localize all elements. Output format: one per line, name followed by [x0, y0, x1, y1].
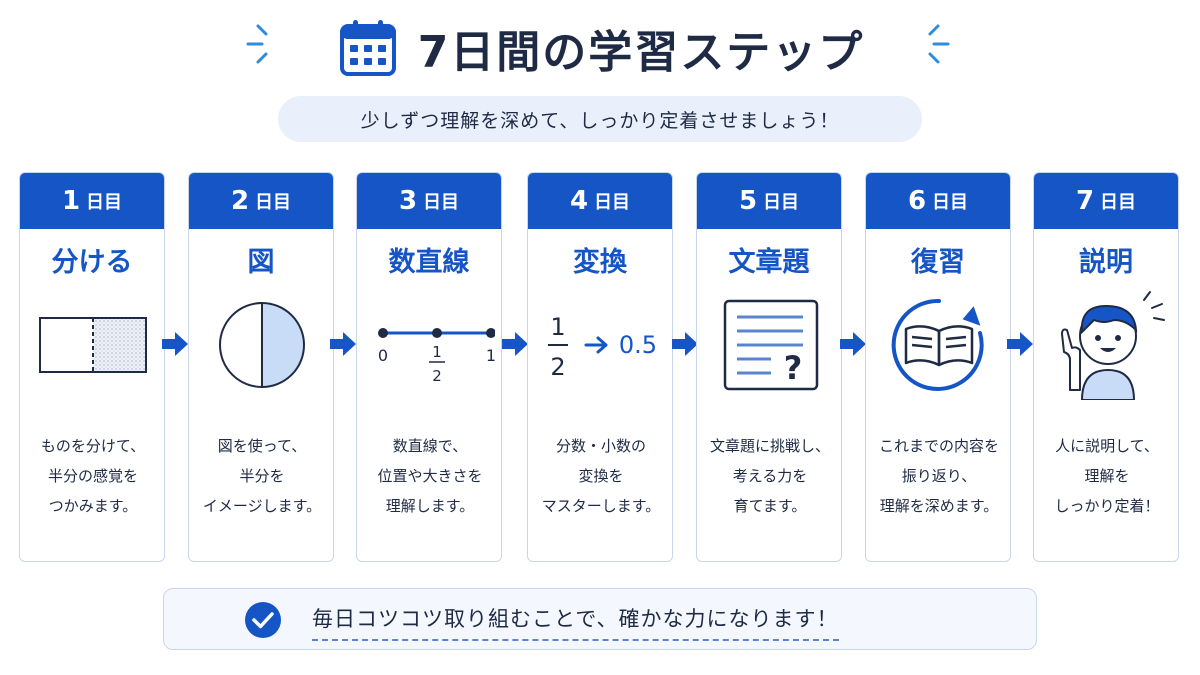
tick-label-mid-numerator: 1 — [432, 343, 442, 361]
day-unit: 日目 — [594, 192, 631, 213]
day-unit: 日目 — [763, 192, 800, 213]
decimal-result: 0.5 — [619, 331, 657, 359]
day-number: 6 — [907, 186, 927, 216]
day-description: 文章題に挑戦し、 考える力を 育てます。 — [697, 431, 841, 521]
number-line-icon: 0 1 2 1 — [378, 328, 495, 385]
day-number: 3 — [398, 186, 418, 216]
title-row: 7日間の学習ステップ — [0, 8, 1200, 88]
review-book-icon — [891, 298, 984, 391]
page-title: 7日間の学習ステップ — [417, 27, 865, 78]
description-line: 位置や大きさを — [377, 467, 483, 485]
day-number: 1 — [61, 186, 81, 216]
page-subtitle: 少しずつ理解を深めて、しっかり定着させましょう！ — [278, 96, 922, 142]
description-line: これまでの内容を — [878, 437, 999, 455]
day-description: これまでの内容を 振り返り、 理解を深めます。 — [866, 431, 1010, 521]
description-line: 文章題に挑戦し、 — [709, 437, 830, 455]
day-title: 変換 — [573, 247, 627, 278]
arrow-right-icon — [162, 332, 188, 356]
day-card-3: 3 日目 数直線 0 1 2 1 数直線で、 位置や大きさを 理解します。 — [356, 172, 502, 562]
day-title: 分ける — [51, 247, 133, 278]
day-description: 数直線で、 位置や大きさを 理解します。 — [357, 431, 501, 521]
day-unit: 日目 — [255, 192, 292, 213]
checkmark-icon — [245, 602, 281, 638]
description-line: 理解します。 — [385, 497, 475, 515]
day-title: 図 — [247, 247, 275, 278]
description-line: 図を使って、 — [217, 437, 307, 455]
sparkle-right-icon — [928, 24, 950, 64]
description-line: 半分を — [239, 467, 285, 485]
day-number: 7 — [1075, 186, 1095, 216]
explaining-child-icon — [1061, 291, 1165, 400]
day-unit: 日目 — [1100, 192, 1137, 213]
day-description: ものを分けて、 半分の感覚を つかみます。 — [20, 431, 164, 521]
word-problem-icon: ? — [723, 299, 819, 391]
day-card-5: 5 日目 文章題 ? 文章題に挑戦し、 考える力を 育てます。 — [696, 172, 842, 562]
arrow-right-icon — [840, 332, 866, 356]
description-line: 数直線で、 — [392, 437, 468, 455]
day-description: 図を使って、 半分を イメージします。 — [189, 431, 333, 521]
description-line: マスターします。 — [541, 497, 661, 515]
day-unit: 日目 — [86, 192, 123, 213]
day-header: 6 日目 — [866, 173, 1010, 229]
calendar-icon — [339, 20, 396, 76]
question-mark: ? — [784, 349, 803, 387]
arrow-right-icon — [502, 332, 528, 356]
day-description: 人に説明して、 理解を しっかり定着！ — [1034, 431, 1178, 521]
description-line: ものを分けて、 — [40, 437, 146, 455]
description-line: 人に説明して、 — [1055, 437, 1159, 455]
fraction-numerator: 1 — [550, 313, 565, 341]
day-card-1: 1 日目 分ける ものを分けて、 半分の感覚を つかみます。 — [19, 172, 165, 562]
day-unit: 日目 — [423, 192, 460, 213]
description-line: 育てます。 — [733, 497, 807, 515]
description-line: しっかり定着！ — [1054, 497, 1160, 515]
description-line: 分数・小数の — [555, 437, 646, 455]
sparkle-left-icon — [246, 24, 268, 64]
arrow-right-icon — [672, 332, 698, 356]
arrow-right-icon — [1007, 332, 1033, 356]
description-line: 理解を — [1084, 467, 1130, 485]
day-number: 2 — [230, 186, 250, 216]
day-header: 7 日目 — [1034, 173, 1178, 229]
day-header: 4 日目 — [528, 173, 672, 229]
description-line: 振り返り、 — [901, 467, 977, 485]
day-title: 文章題 — [728, 247, 810, 278]
day-title: 復習 — [911, 247, 965, 278]
footer-text: 毎日コツコツ取り組むことで、確かな力になります！ — [312, 603, 839, 641]
fraction-denominator: 2 — [550, 353, 565, 381]
day-header: 2 日目 — [189, 173, 333, 229]
day-card-7: 7 日目 説明 人に説明して、 理解を しっかり定着！ — [1033, 172, 1179, 562]
day-card-4: 4 日目 変換 1 2 0.5 分数・小数の 変換を マスターします。 — [527, 172, 673, 562]
day-card-2: 2 日目 図 図を使って、 半分を イメージします。 — [188, 172, 334, 562]
description-line: 理解を深めます。 — [879, 497, 999, 515]
day-number: 4 — [569, 186, 589, 216]
arrow-right-icon — [330, 332, 356, 356]
description-line: 半分の感覚を — [47, 467, 138, 485]
footer-banner: 毎日コツコツ取り組むことで、確かな力になります！ — [163, 588, 1037, 650]
day-header: 1 日目 — [20, 173, 164, 229]
day-title: 説明 — [1079, 247, 1133, 278]
day-unit: 日目 — [932, 192, 969, 213]
day-header: 5 日目 — [697, 173, 841, 229]
conversion-icon: 1 2 0.5 — [548, 313, 657, 381]
tick-label-left: 0 — [378, 346, 388, 365]
day-title: 数直線 — [388, 247, 470, 278]
description-line: 考える力を — [732, 467, 808, 485]
day-description: 分数・小数の 変換を マスターします。 — [528, 431, 672, 521]
day-header: 3 日目 — [357, 173, 501, 229]
description-line: 変換を — [578, 467, 624, 485]
tick-label-mid-denominator: 2 — [432, 367, 442, 385]
description-line: つかみます。 — [48, 497, 138, 515]
day-number: 5 — [738, 186, 758, 216]
day-card-6: 6 日目 復習 これまでの内容を 振り返り、 理解を深めます。 — [865, 172, 1011, 562]
divided-rectangle-icon — [39, 317, 147, 373]
description-line: イメージします。 — [202, 497, 322, 515]
half-circle-icon — [219, 302, 305, 388]
tick-label-right: 1 — [486, 346, 495, 365]
